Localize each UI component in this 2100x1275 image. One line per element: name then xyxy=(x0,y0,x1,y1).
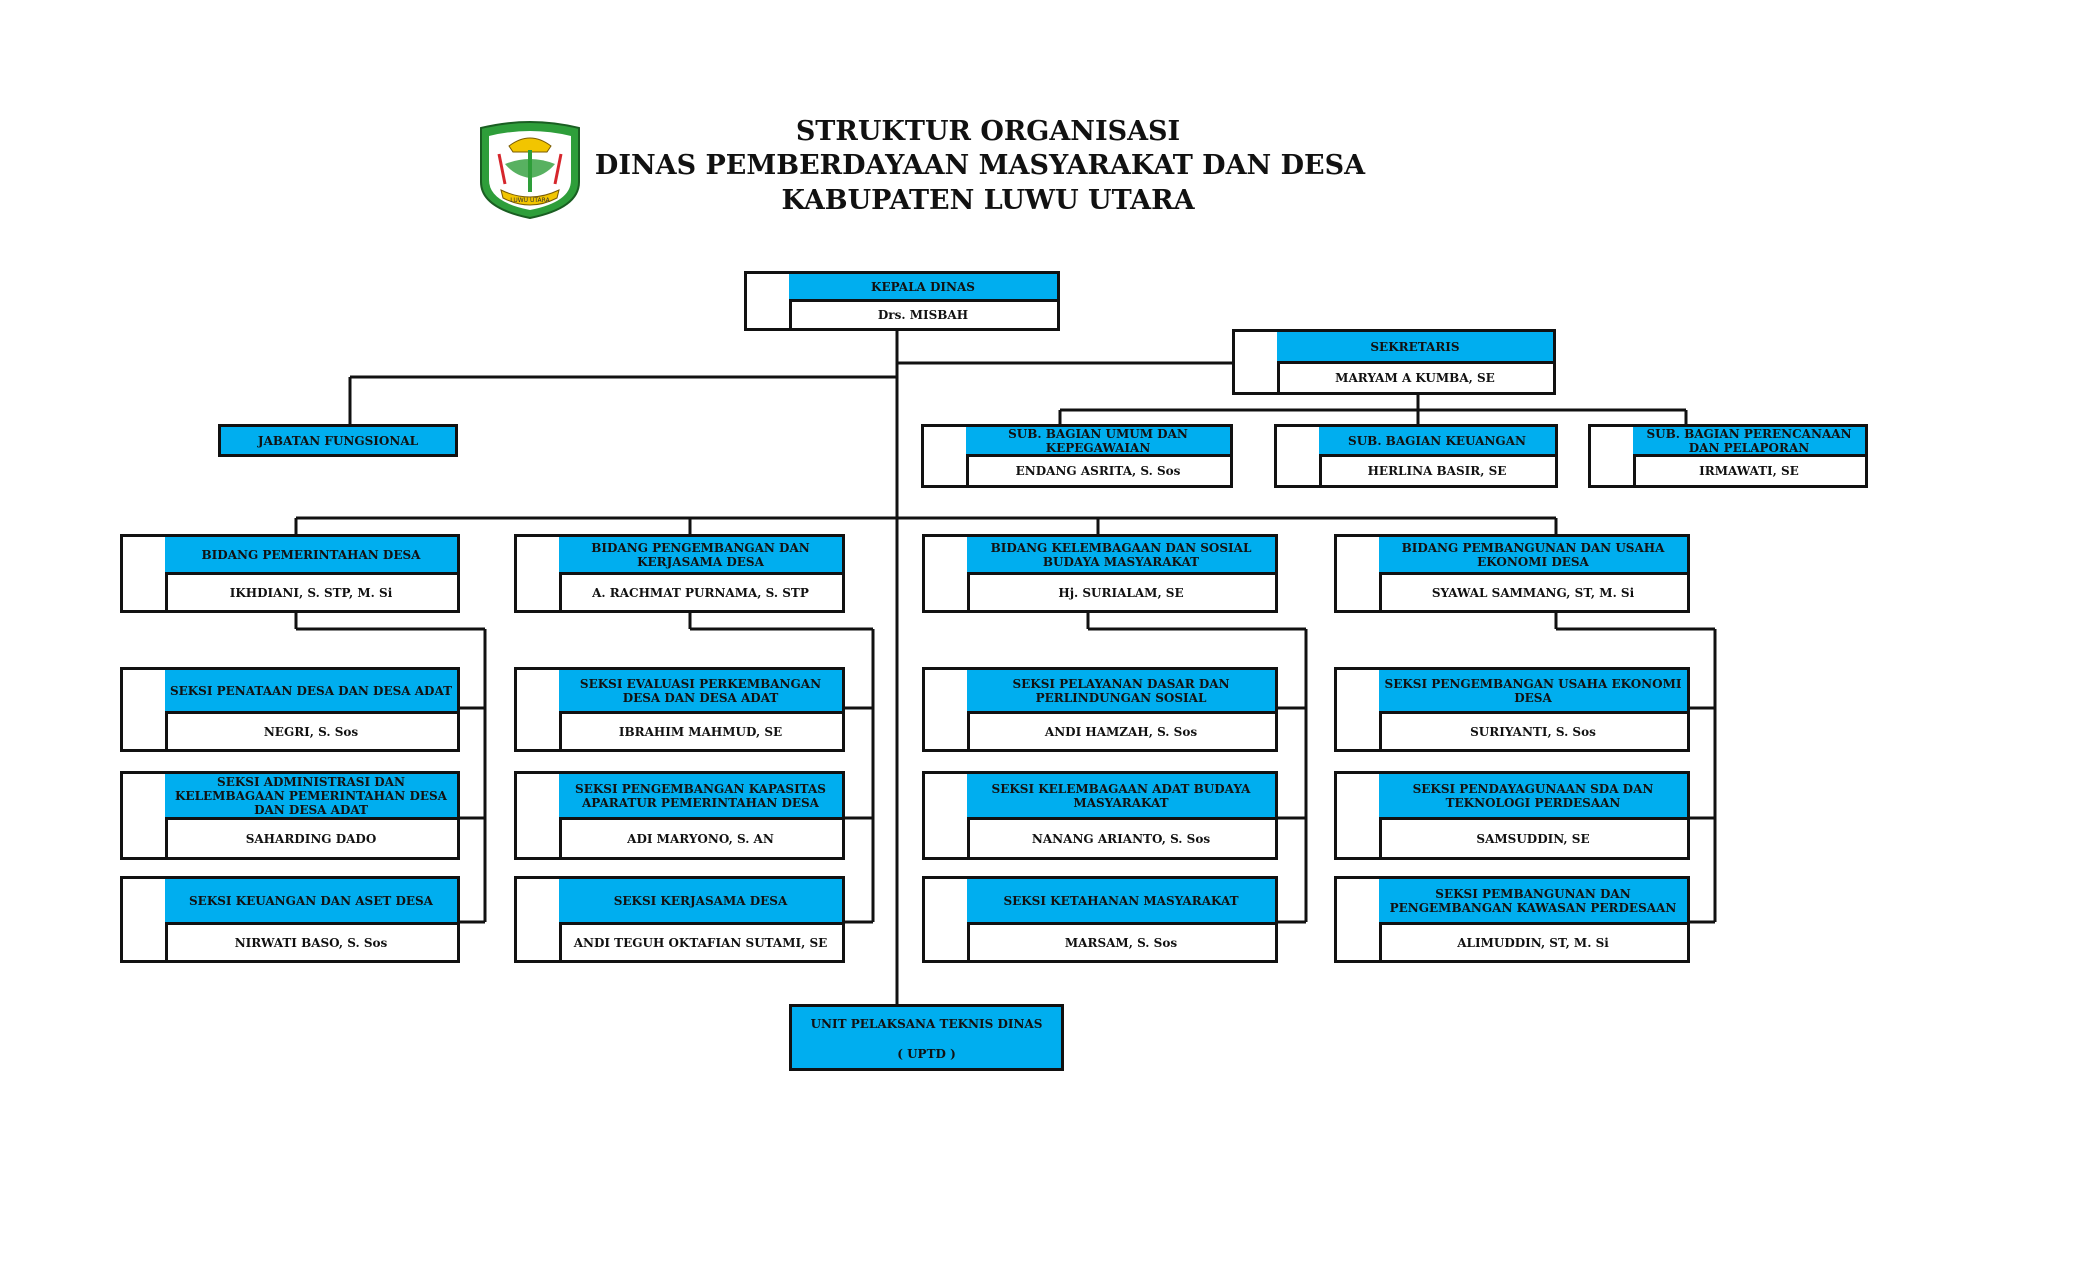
photo-placeholder xyxy=(517,537,562,610)
bidang-box-4: BIDANG PEMBANGUNAN DAN USAHA EKONOMI DES… xyxy=(1334,534,1690,613)
sekretaris-title: SEKRETARIS xyxy=(1277,332,1553,364)
photo-placeholder xyxy=(1277,427,1322,485)
photo-placeholder xyxy=(1235,332,1280,392)
seksi-box-3-1: SEKSI PELAYANAN DASAR DAN PERLINDUNGAN S… xyxy=(922,667,1278,752)
sekretaris-box: SEKRETARIS MARYAM A KUMBA, SE xyxy=(1232,329,1556,395)
photo-placeholder xyxy=(1337,537,1382,610)
subbagian-box-1: SUB. BAGIAN UMUM DAN KEPEGAWAIAN ENDANG … xyxy=(921,424,1233,488)
bidang-name-1: IKHDIANI, S. STP, M. Si xyxy=(229,585,393,600)
photo-placeholder xyxy=(1337,670,1382,749)
bidang-name-4: SYAWAL SAMMANG, ST, M. Si xyxy=(1431,585,1635,600)
uptd-abbr: ( UPTD ) xyxy=(897,1047,956,1061)
seksi-title-3-1: SEKSI PELAYANAN DASAR DAN PERLINDUNGAN S… xyxy=(967,670,1275,714)
seksi-title-1-1: SEKSI PENATAAN DESA DAN DESA ADAT xyxy=(165,670,457,714)
photo-placeholder xyxy=(123,537,168,610)
photo-placeholder xyxy=(1591,427,1636,485)
seksi-title-2-1: SEKSI EVALUASI PERKEMBANGAN DESA DAN DES… xyxy=(559,670,842,714)
seksi-name-4-3: ALIMUDDIN, ST, M. Si xyxy=(1457,935,1609,950)
seksi-name-4-2: SAMSUDDIN, SE xyxy=(1476,831,1590,846)
seksi-box-1-1: SEKSI PENATAAN DESA DAN DESA ADAT NEGRI,… xyxy=(120,667,460,752)
subbagian-box-2: SUB. BAGIAN KEUANGAN HERLINA BASIR, SE xyxy=(1274,424,1558,488)
subbagian-name-1: ENDANG ASRITA, S. Sos xyxy=(1015,464,1181,478)
seksi-name-3-2: NANANG ARIANTO, S. Sos xyxy=(1031,831,1211,846)
title-line-3: KABUPATEN LUWU UTARA xyxy=(781,185,1195,216)
photo-placeholder xyxy=(1337,774,1382,857)
bidang-title-4: BIDANG PEMBANGUNAN DAN USAHA EKONOMI DES… xyxy=(1379,537,1687,575)
bidang-box-3: BIDANG KELEMBAGAAN DAN SOSIAL BUDAYA MAS… xyxy=(922,534,1278,613)
seksi-name-2-2: ADI MARYONO, S. AN xyxy=(627,831,774,846)
seksi-box-3-2: SEKSI KELEMBAGAAN ADAT BUDAYA MASYARAKAT… xyxy=(922,771,1278,860)
seksi-box-2-2: SEKSI PENGEMBANGAN KAPASITAS APARATUR PE… xyxy=(514,771,845,860)
photo-placeholder xyxy=(925,879,970,960)
kepala-dinas-title: KEPALA DINAS xyxy=(789,274,1057,302)
seksi-box-4-2: SEKSI PENDAYAGUNAAN SDA DAN TEKNOLOGI PE… xyxy=(1334,771,1690,860)
seksi-title-1-2: SEKSI ADMINISTRASI DAN KELEMBAGAAN PEMER… xyxy=(165,774,457,820)
photo-placeholder xyxy=(517,774,562,857)
seksi-title-3-2: SEKSI KELEMBAGAAN ADAT BUDAYA MASYARAKAT xyxy=(967,774,1275,820)
photo-placeholder xyxy=(517,879,562,960)
bidang-box-1: BIDANG PEMERINTAHAN DESA IKHDIANI, S. ST… xyxy=(120,534,460,613)
kepala-dinas-name: Drs. MISBAH xyxy=(877,308,969,322)
seksi-title-4-2: SEKSI PENDAYAGUNAAN SDA DAN TEKNOLOGI PE… xyxy=(1379,774,1687,820)
subbagian-name-2: HERLINA BASIR, SE xyxy=(1367,464,1507,478)
photo-placeholder xyxy=(123,879,168,960)
photo-placeholder xyxy=(123,774,168,857)
seksi-box-2-1: SEKSI EVALUASI PERKEMBANGAN DESA DAN DES… xyxy=(514,667,845,752)
photo-placeholder xyxy=(1337,879,1382,960)
seksi-box-1-3: SEKSI KEUANGAN DAN ASET DESA NIRWATI BAS… xyxy=(120,876,460,963)
seksi-name-1-2: SAHARDING DADO xyxy=(245,831,377,846)
seksi-title-2-2: SEKSI PENGEMBANGAN KAPASITAS APARATUR PE… xyxy=(559,774,842,820)
subbagian-name-3: IRMAWATI, SE xyxy=(1699,464,1799,478)
bidang-title-2: BIDANG PENGEMBANGAN DAN KERJASAMA DESA xyxy=(559,537,842,575)
seksi-name-1-1: NEGRI, S. Sos xyxy=(263,724,359,739)
photo-placeholder xyxy=(925,670,970,749)
seksi-name-3-3: MARSAM, S. Sos xyxy=(1064,935,1178,950)
seksi-name-4-1: SURIYANTI, S. Sos xyxy=(1470,724,1596,739)
luwu-utara-emblem-icon: LUWU UTARA xyxy=(475,120,585,220)
jabatan-fungsional-box: JABATAN FUNGSIONAL xyxy=(218,424,458,457)
seksi-box-4-3: SEKSI PEMBANGUNAN DAN PENGEMBANGAN KAWAS… xyxy=(1334,876,1690,963)
title-line-1: STRUKTUR ORGANISASI xyxy=(795,116,1181,147)
photo-placeholder xyxy=(925,774,970,857)
seksi-name-1-3: NIRWATI BASO, S. Sos xyxy=(234,935,388,950)
subbagian-box-3: SUB. BAGIAN PERENCANAAN DAN PELAPORAN IR… xyxy=(1588,424,1868,488)
seksi-name-2-1: IBRAHIM MAHMUD, SE xyxy=(618,724,783,739)
photo-placeholder xyxy=(924,427,969,485)
title-line-2: DINAS PEMBERDAYAAN MASYARAKAT DAN DESA xyxy=(594,150,1366,181)
photo-placeholder xyxy=(747,274,792,328)
seksi-title-4-1: SEKSI PENGEMBANGAN USAHA EKONOMI DESA xyxy=(1379,670,1687,714)
seksi-name-2-3: ANDI TEGUH OKTAFIAN SUTAMI, SE xyxy=(573,935,828,950)
bidang-name-2: A. RACHMAT PURNAMA, S. STP xyxy=(592,585,809,600)
bidang-box-2: BIDANG PENGEMBANGAN DAN KERJASAMA DESA A… xyxy=(514,534,845,613)
bidang-title-3: BIDANG KELEMBAGAAN DAN SOSIAL BUDAYA MAS… xyxy=(967,537,1275,575)
photo-placeholder xyxy=(517,670,562,749)
seksi-title-2-3: SEKSI KERJASAMA DESA xyxy=(559,879,842,925)
subbagian-title-3: SUB. BAGIAN PERENCANAAN DAN PELAPORAN xyxy=(1633,427,1865,457)
seksi-box-4-1: SEKSI PENGEMBANGAN USAHA EKONOMI DESA SU… xyxy=(1334,667,1690,752)
subbagian-title-2: SUB. BAGIAN KEUANGAN xyxy=(1319,427,1555,457)
bidang-name-3: Hj. SURIALAM, SE xyxy=(1058,585,1184,600)
uptd-box: UNIT PELAKSANA TEKNIS DINAS ( UPTD ) xyxy=(789,1004,1064,1071)
photo-placeholder xyxy=(123,670,168,749)
bidang-title-1: BIDANG PEMERINTAHAN DESA xyxy=(165,537,457,575)
subbagian-title-1: SUB. BAGIAN UMUM DAN KEPEGAWAIAN xyxy=(966,427,1230,457)
seksi-title-4-3: SEKSI PEMBANGUNAN DAN PENGEMBANGAN KAWAS… xyxy=(1379,879,1687,925)
uptd-title: UNIT PELAKSANA TEKNIS DINAS xyxy=(810,1017,1043,1031)
kepala-dinas-box: KEPALA DINAS Drs. MISBAH xyxy=(744,271,1060,331)
seksi-box-3-3: SEKSI KETAHANAN MASYARAKAT MARSAM, S. So… xyxy=(922,876,1278,963)
seksi-title-3-3: SEKSI KETAHANAN MASYARAKAT xyxy=(967,879,1275,925)
seksi-box-2-3: SEKSI KERJASAMA DESA ANDI TEGUH OKTAFIAN… xyxy=(514,876,845,963)
sekretaris-name: MARYAM A KUMBA, SE xyxy=(1335,371,1495,385)
seksi-title-1-3: SEKSI KEUANGAN DAN ASET DESA xyxy=(165,879,457,925)
seksi-name-3-1: ANDI HAMZAH, S. Sos xyxy=(1044,724,1198,739)
emblem-ribbon-text: LUWU UTARA xyxy=(510,197,550,204)
photo-placeholder xyxy=(925,537,970,610)
seksi-box-1-2: SEKSI ADMINISTRASI DAN KELEMBAGAAN PEMER… xyxy=(120,771,460,860)
